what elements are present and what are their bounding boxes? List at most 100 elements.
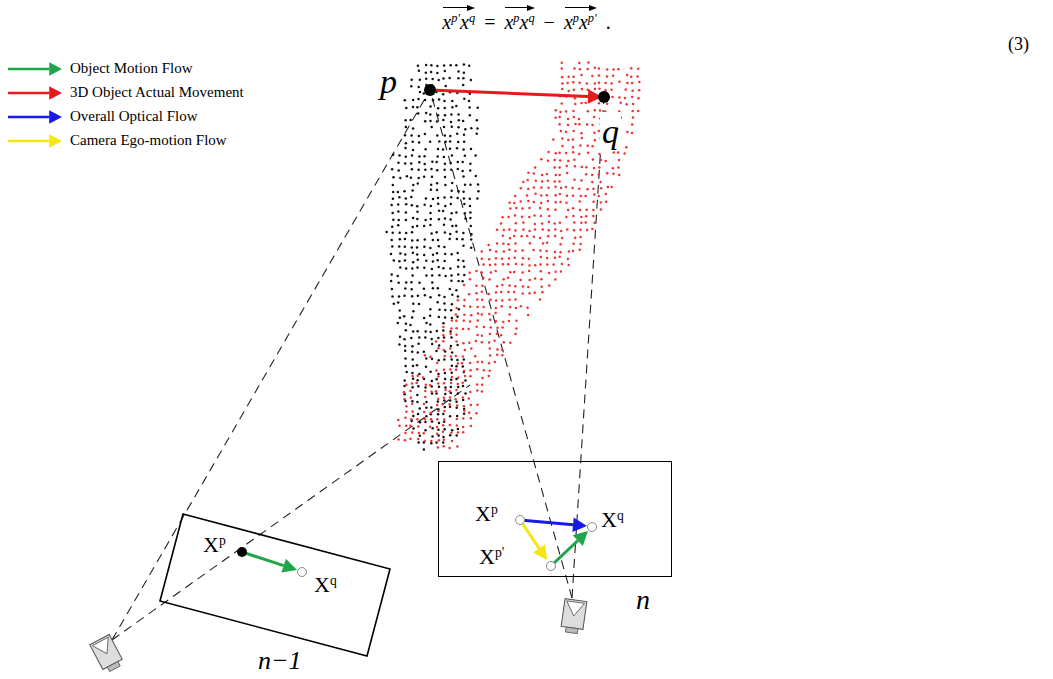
cloud-point <box>398 260 401 263</box>
cloud-point <box>448 447 451 450</box>
arrow-shaft <box>242 552 284 566</box>
cloud-point <box>565 110 568 113</box>
cloud-point <box>410 162 413 165</box>
cloud-point <box>500 305 503 308</box>
cloud-point <box>513 235 516 238</box>
cloud-point <box>475 133 478 136</box>
cloud-point <box>592 209 595 212</box>
cloud-point <box>435 392 438 395</box>
cloud-point <box>559 159 562 162</box>
cloud-point <box>475 270 478 273</box>
cloud-point <box>534 223 537 226</box>
cloud-point <box>546 263 549 266</box>
cloud-point <box>442 210 445 213</box>
cloud-point <box>438 274 441 277</box>
cloud-point <box>626 74 629 77</box>
cloud-point <box>444 140 447 143</box>
cloud-point <box>501 299 504 302</box>
cloud-point <box>560 130 563 133</box>
cloud-point <box>398 154 401 157</box>
cloud-point <box>540 286 543 289</box>
cloud-point <box>444 85 447 88</box>
cloud-point <box>585 215 588 218</box>
cloud-point <box>424 168 427 171</box>
cloud-point <box>432 239 435 242</box>
cloud-point <box>399 336 402 339</box>
cloud-point <box>417 64 420 67</box>
cloud-point <box>469 391 472 394</box>
cloud-point <box>462 148 465 151</box>
cloud-point <box>515 319 518 322</box>
cloud-point <box>470 225 473 228</box>
cloud-point <box>462 399 465 402</box>
legend-text: Object Motion Flow <box>70 60 193 77</box>
cloud-point <box>522 221 525 224</box>
cloud-point <box>403 379 406 382</box>
cloud-point <box>431 281 434 284</box>
cloud-point <box>521 249 524 252</box>
cloud-point <box>508 284 511 287</box>
cloud-point <box>519 200 522 203</box>
cloud-point <box>469 278 472 281</box>
cloud-point <box>558 256 561 259</box>
cloud-point <box>404 246 407 249</box>
cloud-point <box>424 238 427 241</box>
cloud-point <box>443 168 446 171</box>
cloud-point <box>457 362 460 365</box>
cloud-point <box>412 378 415 381</box>
cloud-point <box>540 202 543 205</box>
cloud-point <box>437 107 440 110</box>
cloud-point <box>520 305 523 308</box>
cloud-point <box>470 404 473 407</box>
cloud-point <box>441 403 444 406</box>
cloud-point <box>435 161 438 164</box>
cloud-point <box>403 190 406 193</box>
cloud-point <box>456 445 459 448</box>
cloud-point <box>456 197 459 200</box>
cloud-point <box>539 249 542 252</box>
cloud-point <box>457 141 460 144</box>
cloud-point <box>463 410 466 413</box>
cloud-point <box>423 403 426 406</box>
cloud-point <box>423 155 426 158</box>
cloud-point <box>449 399 452 402</box>
cloud-point <box>438 245 441 248</box>
cloud-point <box>451 225 454 228</box>
cloud-point <box>469 369 472 372</box>
cloud-point <box>429 120 432 123</box>
cloud-point <box>432 254 435 256</box>
cloud-point <box>409 438 412 441</box>
cloud-point <box>444 231 447 234</box>
cloud-point <box>451 126 454 129</box>
cloud-point <box>431 380 434 383</box>
cloud-point <box>436 155 439 158</box>
cloud-point <box>481 377 484 380</box>
cloud-point <box>521 292 524 295</box>
cloud-point <box>442 340 445 343</box>
cloud-point <box>425 71 428 74</box>
cloud-point <box>423 175 426 178</box>
cloud-point <box>515 307 518 310</box>
cloud-point <box>443 355 446 358</box>
cloud-point <box>574 165 577 168</box>
cloud-point <box>572 146 575 149</box>
cloud-point <box>430 126 433 129</box>
cloud-point <box>462 245 465 248</box>
cloud-point <box>436 330 439 333</box>
cloud-point <box>431 78 434 81</box>
cloud-point <box>508 228 511 231</box>
cloud-point <box>468 412 471 415</box>
cloud-point <box>515 327 518 330</box>
image-point <box>516 516 525 525</box>
cloud-point <box>443 64 446 67</box>
legend-swatch <box>6 62 64 76</box>
cloud-point <box>431 427 434 430</box>
cloud-point <box>470 79 473 82</box>
cloud-point <box>457 386 460 389</box>
point-label: Xp <box>475 501 498 526</box>
cloud-point <box>412 303 415 306</box>
cloud-point <box>513 202 516 205</box>
cloud-point <box>444 386 447 389</box>
cloud-point <box>469 320 472 323</box>
